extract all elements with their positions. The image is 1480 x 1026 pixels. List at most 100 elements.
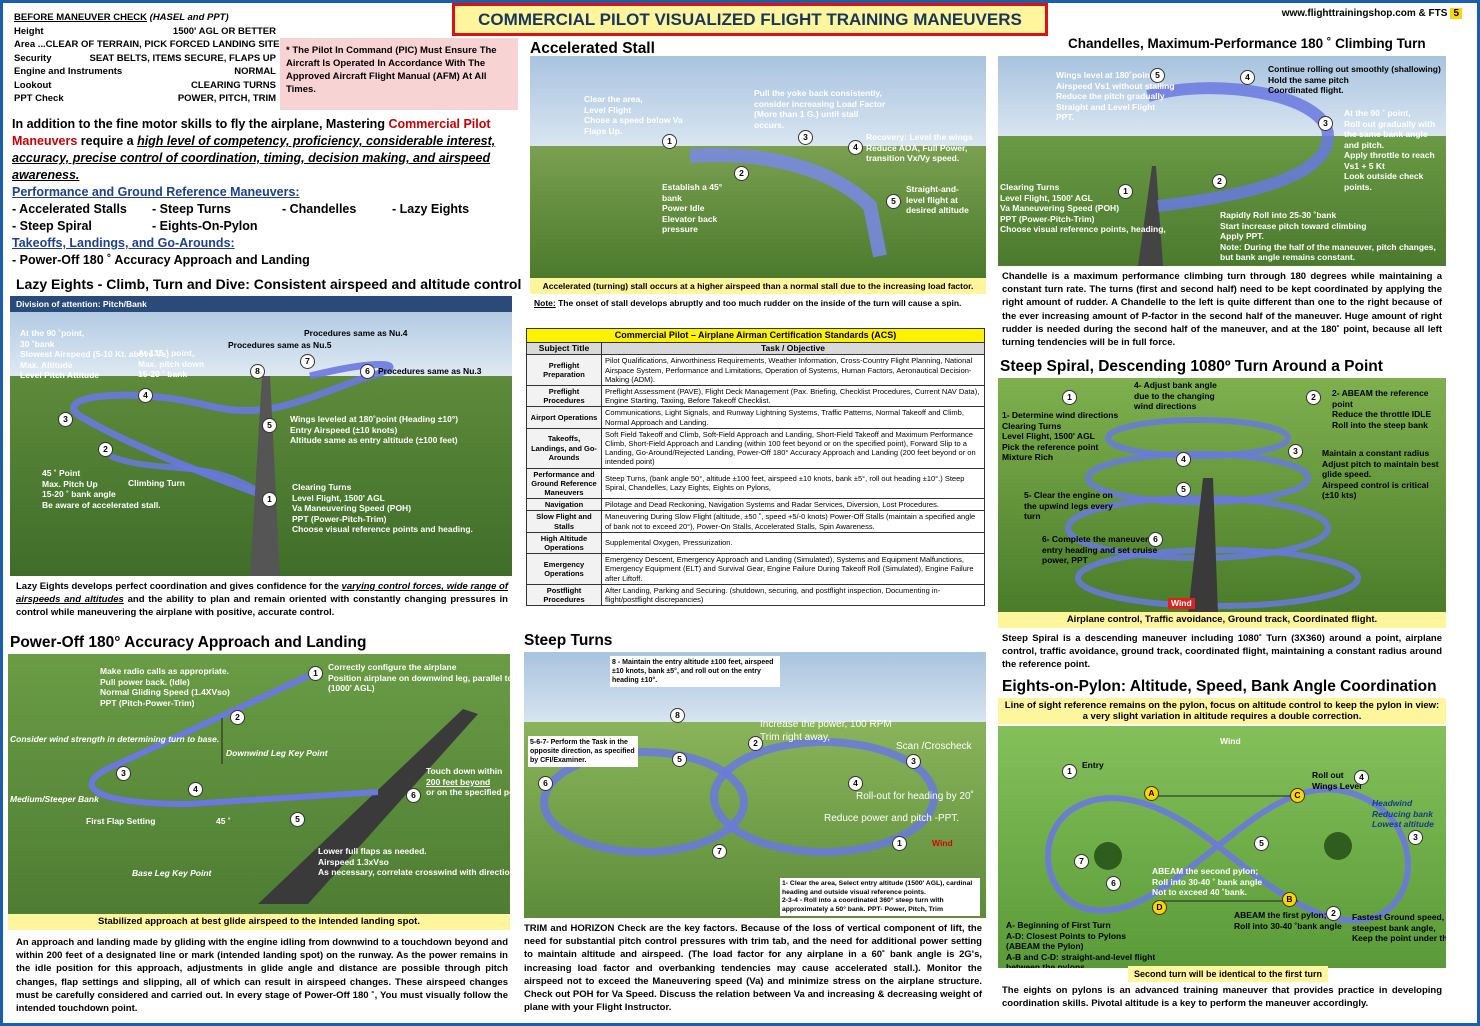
lazy-climbing-label: Climbing Turn — [128, 478, 185, 488]
step-marker: 5 — [1150, 68, 1165, 83]
checklist-value: NORMAL — [234, 66, 276, 77]
power-off-path — [88, 673, 478, 904]
page-number: 5 — [1450, 8, 1462, 19]
steep-step1-note: 1- Clear the area, Select entry altitude… — [780, 878, 980, 916]
pylon-banner: Line of sight reference remains on the p… — [998, 698, 1446, 724]
pylon-abeam1-label: ABEAM the first pylon;Roll into 30-40 ˚b… — [1234, 910, 1342, 931]
acs-col-subject: Subject Title — [526, 342, 602, 356]
pylon-description: The eights on pylons is an advanced trai… — [1002, 985, 1442, 1010]
checklist-key: Security — [14, 52, 52, 64]
acs-table: Commercial Pilot – Airplane Airman Certi… — [526, 327, 985, 607]
sky — [998, 56, 1446, 146]
maneuver-item: - Accelerated Stalls — [12, 202, 127, 216]
lazy-proc4-label: Procedures same as Nu.4 — [304, 328, 408, 338]
spiral-step5-label: 5- Clear the engine on the upwind legs e… — [1024, 490, 1113, 521]
step-marker: 6 — [406, 788, 421, 803]
lazy-eights-description: Lazy Eights develops perfect coordinatio… — [16, 581, 508, 619]
steep-step8-note: 8 - Maintain the entry altitude ±100 fee… — [610, 656, 780, 687]
lazy-proc5-label: Procedures same as Nu.5 — [228, 340, 332, 350]
stall-bar: Accelerated (turning) stall occurs at a … — [530, 278, 986, 294]
site-url[interactable]: www.flighttrainingshop.com — [1281, 8, 1416, 19]
spiral-step6-label: 6- Complete the maneuver on entry headin… — [1042, 534, 1162, 565]
accelerated-stall-title: Accelerated Stall — [530, 40, 655, 57]
step-marker: A — [1144, 786, 1159, 801]
lazy-proc3-label: Procedures same as Nu.3 — [378, 366, 482, 376]
step-marker: 2 — [748, 736, 763, 751]
step-marker: 1 — [1118, 184, 1133, 199]
step-marker: 4 — [848, 776, 863, 791]
step-marker: 6 — [1106, 876, 1121, 891]
checklist-value: SEAT BELTS, ITEMS SECURE, FLAPS UP — [89, 52, 277, 64]
note-text: The onset of stall develops abruptly and… — [555, 298, 962, 308]
checklist-key: Height — [14, 25, 44, 37]
step-marker: 8 — [250, 364, 265, 379]
step-marker: 3 — [798, 130, 813, 145]
intro-highlight: Commercial Pilot Maneuvers — [12, 117, 491, 148]
eights-on-pylon-title: Eights-on-Pylon: Altitude, Speed, Bank A… — [1002, 678, 1437, 695]
po-flap-label: First Flap Setting — [86, 816, 156, 826]
lazy-eights-title: Lazy Eights - Climb, Turn and Dive: Cons… — [16, 276, 522, 292]
steep-reduce-label: Reduce power and pitch -PPT. — [824, 813, 960, 824]
before-maneuver-check: BEFORE MANEUVER CHECK (HASEL and PPT) He… — [14, 11, 280, 106]
sky — [530, 56, 986, 156]
maneuver-item: - Eights-On-Pylon — [152, 219, 258, 233]
page-title: COMMERCIAL PILOT VISUALIZED FLIGHT TRAIN… — [478, 10, 1022, 29]
step-marker: 5 — [262, 418, 277, 433]
steep-scan-label: Scan /Croscheck — [896, 741, 972, 752]
chandelle-title: Chandelles, Maximum-Performance 180 ˚ Cl… — [1068, 36, 1426, 51]
intro-paragraph: In addition to the fine motor skills to … — [12, 116, 512, 184]
intro-text: In addition to the fine motor skills to … — [12, 117, 389, 131]
step-marker: 1 — [262, 492, 277, 507]
step-marker: 4 — [1354, 770, 1369, 785]
lazy-eights-diagram: Division of attention: Pitch/Bank At the… — [10, 296, 512, 576]
maneuver-item: - Steep Spiral — [12, 219, 92, 233]
po-base-label: Base Leg Key Point — [132, 868, 212, 878]
step-marker: 3 — [906, 754, 921, 769]
takeoffs-heading: Takeoffs, Landings, and Go-Arounds: — [12, 236, 235, 250]
step-marker: 1 — [308, 666, 323, 681]
pic-note: * The Pilot In Command (PIC) Must Ensure… — [280, 38, 518, 110]
step-marker: 8 — [670, 708, 685, 723]
performance-heading: Performance and Ground Reference Maneuve… — [12, 185, 300, 199]
po-bank-label: Medium/Steeper Bank — [10, 794, 99, 804]
step-marker: 4 — [138, 388, 153, 403]
step-marker: 7 — [712, 844, 727, 859]
step-marker: 2 — [1212, 174, 1227, 189]
chandelle-rollout-label: Continue rolling out smoothly (shallowin… — [1268, 64, 1441, 95]
stall-pull-label: Pull the yoke back consistently,consider… — [754, 88, 886, 130]
step-marker: 5 — [886, 194, 901, 209]
chandelle-description: Chandelle is a maximum performance climb… — [1002, 271, 1442, 349]
pylon-path — [1045, 786, 1411, 924]
pylon-fastest-label: Fastest Ground speed,steepest bank angle… — [1352, 912, 1446, 943]
maneuver-item: - Steep Turns — [152, 202, 231, 216]
step-marker: 7 — [300, 354, 315, 369]
step-marker: 1 — [662, 134, 677, 149]
step-marker: 5 — [1176, 482, 1191, 497]
lazy-eights-banner: Division of attention: Pitch/Bank — [10, 296, 512, 312]
po-downwind-label: Downwind Leg Key Point — [226, 748, 328, 758]
po-wind-label: Consider wind strength in determining tu… — [10, 734, 220, 744]
checklist-value: POWER, PITCH, TRIM — [177, 93, 276, 104]
step-marker: 5 — [672, 752, 687, 767]
